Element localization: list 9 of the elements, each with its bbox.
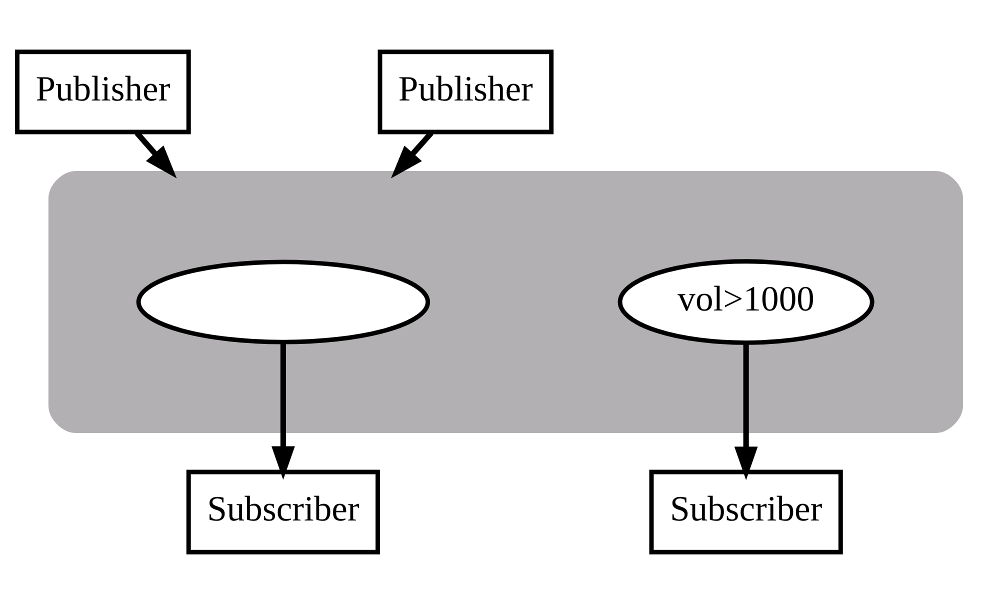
arrow [734, 343, 758, 480]
node-ellipse: vol>1000 [618, 258, 874, 344]
arrow [271, 342, 295, 480]
cluster [48, 170, 964, 433]
node-box: Subscriber [649, 469, 843, 554]
node-box: Publisher [378, 49, 554, 134]
node-ellipse [136, 259, 430, 344]
node-box: Publisher [15, 49, 191, 134]
node-box: Subscriber [186, 469, 380, 554]
